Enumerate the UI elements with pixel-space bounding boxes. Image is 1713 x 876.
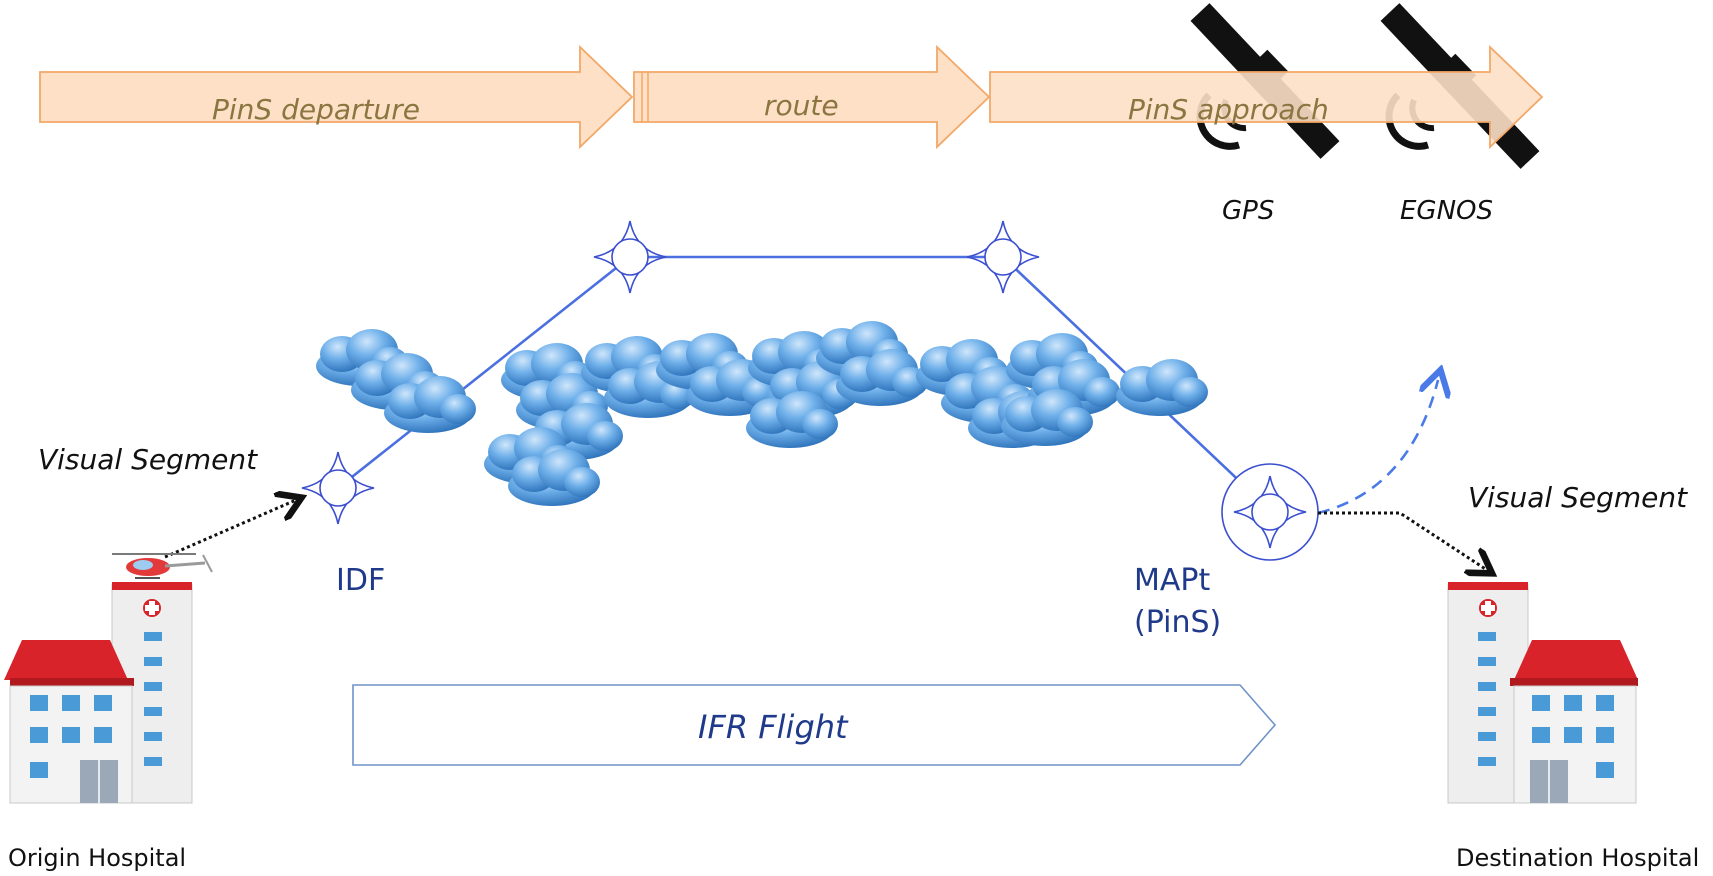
phase-label-route: route [764, 89, 839, 122]
origin-hospital-label: Origin Hospital [8, 844, 187, 872]
cloud-layer [316, 321, 1208, 506]
helicopter-icon [112, 553, 213, 579]
egnos-label: EGNOS [1400, 196, 1493, 226]
waypoint-mapt-icon [1221, 463, 1319, 561]
ifr-flight-arrow [352, 684, 1277, 766]
phase-label-departure: PinS departure [212, 93, 420, 126]
gps-label: GPS [1222, 196, 1275, 226]
origin-hospital-icon [4, 582, 193, 804]
destination-hospital-icon [1447, 582, 1638, 804]
idf-label: IDF [336, 563, 386, 598]
visual-segment-left-label: Visual Segment [38, 443, 258, 476]
destination-hospital-label: Destination Hospital [1456, 844, 1700, 872]
waypoint-idf-icon [301, 451, 375, 525]
mapt-label: MAPt [1134, 563, 1211, 598]
phase-arrow-departure [39, 44, 634, 150]
visual-segment-right-label: Visual Segment [1468, 481, 1688, 514]
missed-approach-path [1317, 380, 1438, 515]
ifr-flight-label: IFR Flight [698, 708, 848, 746]
phase-arrow-approach [989, 44, 1544, 150]
phase-label-approach: PinS approach [1128, 93, 1329, 126]
visual-segment-right-path [1318, 511, 1487, 570]
phase-arrow-route [633, 44, 991, 150]
mapt-pins-label: (PinS) [1134, 605, 1222, 640]
visual-segment-left-path [164, 500, 296, 559]
